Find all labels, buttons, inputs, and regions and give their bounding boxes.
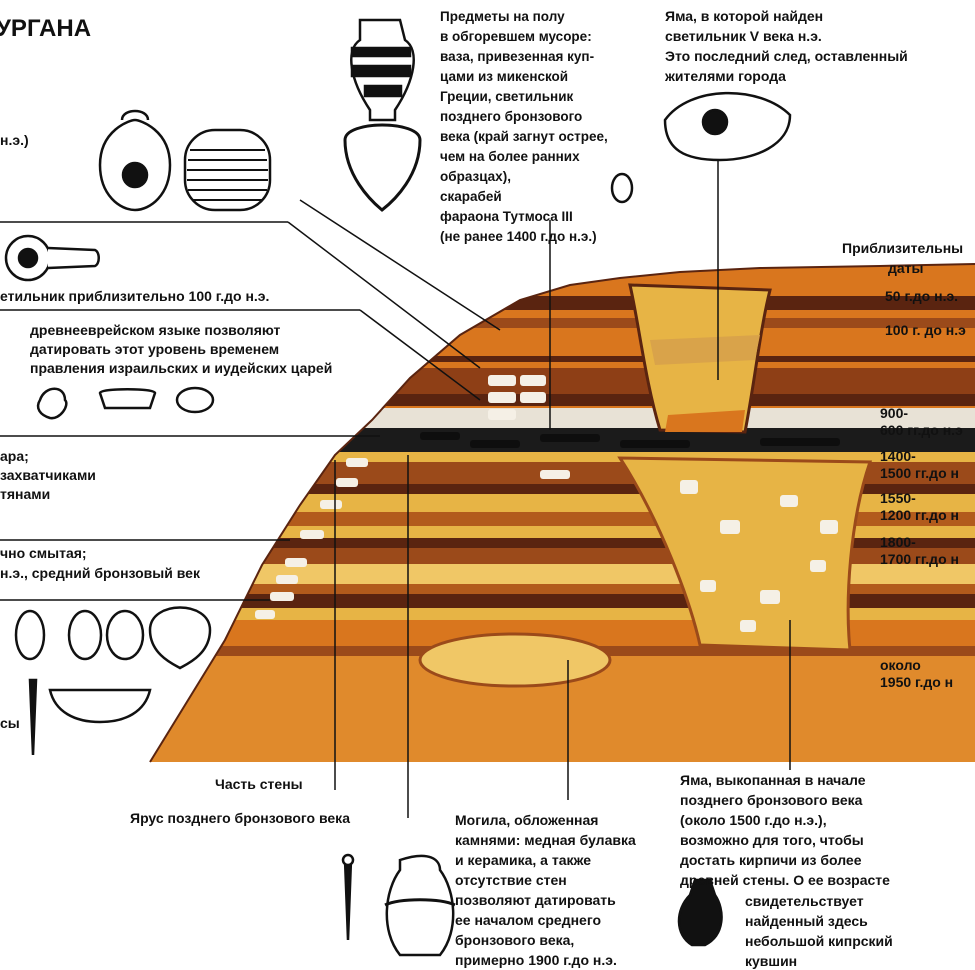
hebrew-line-2: датировать этот уровень временем bbox=[30, 341, 279, 358]
pit1500-tail-4: кувшин bbox=[745, 953, 797, 970]
washed-line-2: н.э., средний бронзовый век bbox=[0, 565, 200, 582]
dates-heading-1: Приблизительны bbox=[842, 240, 963, 257]
floor-line-9: образцах), bbox=[440, 168, 511, 186]
date-100bc: 100 г. до н.э bbox=[885, 322, 966, 339]
pit1500-line-5: достать кирпичи из более bbox=[680, 852, 861, 869]
date-900-600: 900- 600 гг.до н.э bbox=[880, 405, 963, 439]
floor-line-3: ваза, привезенная куп- bbox=[440, 48, 594, 66]
floor-line-12: (не ранее 1400 г.до н.э.) bbox=[440, 228, 597, 246]
date-1950: около 1950 г.до н bbox=[880, 657, 953, 691]
grave-line-4: отсутствие стен bbox=[455, 872, 567, 889]
hebrew-line-3: правления израильских и иудейских царей bbox=[30, 360, 332, 377]
date-1550-1200: 1550- 1200 гг.до н bbox=[880, 490, 959, 524]
dates-heading-2: даты bbox=[888, 260, 924, 277]
pit1500-tail-1: свидетельствует bbox=[745, 893, 864, 910]
floor-line-6: позднего бронзового bbox=[440, 108, 582, 126]
pit1500-tail-2: найденный здесь bbox=[745, 913, 868, 930]
grave-line-8: примерно 1900 г.до н.э. bbox=[455, 952, 617, 969]
floor-line-2: в обгоревшем мусоре: bbox=[440, 28, 592, 46]
label-lamp-date: етильник приблизительно 100 г.до н.э. bbox=[0, 288, 269, 305]
pit5-line-3: Это последний след, оставленный bbox=[665, 48, 908, 65]
floor-line-5: Греции, светильник bbox=[440, 88, 573, 106]
grave-line-1: Могила, обложенная bbox=[455, 812, 598, 829]
pit5-line-1: Яма, в которой найден bbox=[665, 8, 823, 25]
grave-line-2: камнями: медная булавка bbox=[455, 832, 636, 849]
pit5-line-4: жителями города bbox=[665, 68, 786, 85]
label-late-bronze: Ярус позднего бронзового века bbox=[130, 810, 350, 827]
pit1500-line-3: (около 1500 г.до н.э.), bbox=[680, 812, 827, 829]
fire-line-1: ара; bbox=[0, 448, 29, 465]
date-50bc: 50 г.до н.э. bbox=[885, 288, 958, 305]
pit1500-tail-3: небольшой кипрский bbox=[745, 933, 893, 950]
pit1500-line-1: Яма, выкопанная в начале bbox=[680, 772, 866, 789]
fire-line-2: захватчиками bbox=[0, 467, 96, 484]
pit5-line-2: светильник V века н.э. bbox=[665, 28, 822, 45]
hebrew-line-1: древнееврейском языке позволяют bbox=[30, 322, 280, 339]
grave-line-7: бронзового века, bbox=[455, 932, 574, 949]
floor-line-11: фараона Тутмоса III bbox=[440, 208, 573, 226]
date-1400-1500: 1400- 1500 гг.до н bbox=[880, 448, 959, 482]
pit1500-line-2: позднего бронзового века bbox=[680, 792, 862, 809]
floor-line-4: цами из микенской bbox=[440, 68, 568, 86]
floor-line-8: чем на более ранних bbox=[440, 148, 580, 166]
pit1500-line-4: возможно для того, чтобы bbox=[680, 832, 864, 849]
washed-line-1: чно смытая; bbox=[0, 545, 87, 562]
fire-line-3: тянами bbox=[0, 486, 50, 503]
date-1800-1700: 1800- 1700 гг.до н bbox=[880, 534, 959, 568]
label-top-left-date: н.э.) bbox=[0, 132, 29, 149]
floor-line-1: Предметы на полу bbox=[440, 8, 565, 26]
label-left-cut: сы bbox=[0, 715, 20, 732]
pit1500-line-6: древней стены. О ее возрасте bbox=[680, 872, 890, 889]
floor-line-10: скарабей bbox=[440, 188, 502, 206]
grave-line-3: и керамика, а также bbox=[455, 852, 591, 869]
label-wall: Часть стены bbox=[215, 776, 303, 793]
grave-line-5: позволяют датировать bbox=[455, 892, 616, 909]
page-title: УРГАНА bbox=[0, 15, 91, 43]
floor-line-7: века (край загнут острее, bbox=[440, 128, 608, 146]
grave-line-6: ее началом среднего bbox=[455, 912, 601, 929]
